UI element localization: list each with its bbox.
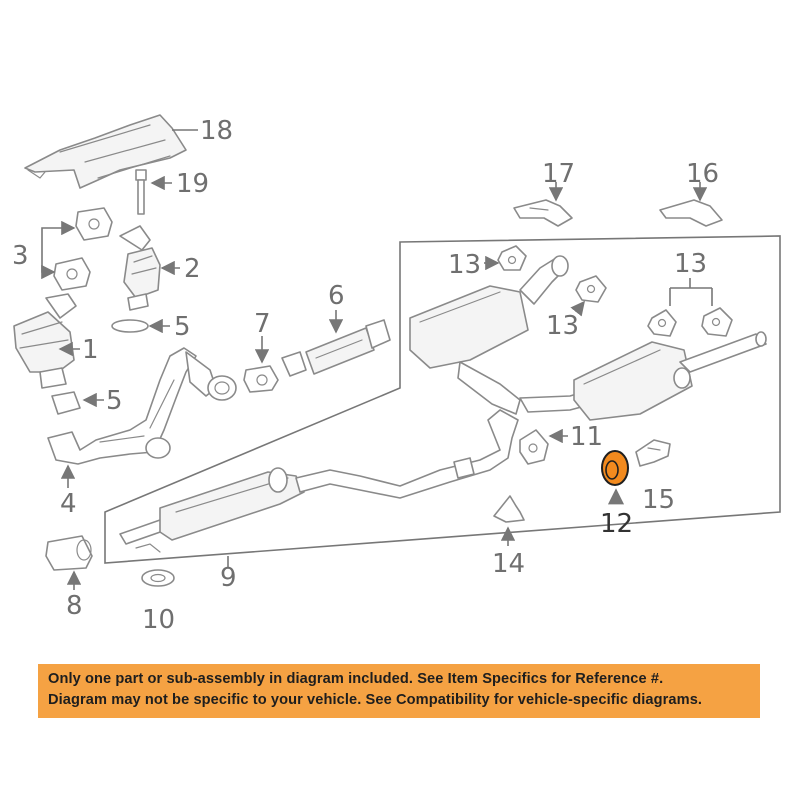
part-16-bracket [659,199,723,227]
callout-17: 17 [542,159,575,189]
part-14-bracket [493,495,525,523]
callout-7: 7 [254,309,271,339]
part-3-gasket-upper [75,207,113,241]
part-17-bracket [513,199,573,227]
part-7-gasket [243,365,279,393]
callout-12: 12 [600,509,633,539]
part-11-insulator [519,429,549,465]
callout-6: 6 [328,281,345,311]
leader-3a [41,220,76,255]
callout-13-b: 13 [546,311,579,341]
callout-10: 10 [142,605,175,635]
callout-2: 2 [184,254,201,284]
part-12-insulator-highlighted [601,450,629,486]
callout-1: 1 [82,335,99,365]
leader-3b [41,255,56,280]
part-2-catalytic-converter [119,225,161,311]
part-13-hanger-a [497,245,527,271]
callout-4: 4 [60,489,77,519]
rear-muffler-assembly [409,255,767,421]
part-5-gasket-lower [51,391,81,415]
callout-19: 19 [176,169,209,199]
callout-13-c: 13 [674,249,707,279]
part-13-hanger-b [575,275,607,303]
disclaimer-line-2: Diagram may not be specific to your vehi… [48,692,703,708]
part-8-clamp [45,535,93,571]
callout-11: 11 [570,422,603,452]
part-13-hanger-c [647,307,733,337]
part-15-bracket [635,439,671,467]
part-10-seal [141,569,175,587]
disclaimer-banner: Only one part or sub-assembly in diagram… [38,664,760,718]
disclaimer-line-1: Only one part or sub-assembly in diagram… [48,671,664,687]
callout-3: 3 [12,241,29,271]
callout-5-upper: 5 [174,312,191,342]
part-6-converter [281,319,391,377]
callout-9: 9 [220,563,237,593]
part-5-gasket-upper [111,319,149,333]
part-4-front-pipe [47,347,237,465]
callout-8: 8 [66,591,83,621]
callout-13-a: 13 [448,250,481,280]
callout-15: 15 [642,485,675,515]
part-18-heat-shield [24,114,187,189]
leader-13b [570,300,585,317]
part-1-manifold-converter [13,293,77,389]
leader-13c [669,278,713,306]
callout-14: 14 [492,549,525,579]
part-9-intermediate-pipe [119,409,519,553]
part-3-gasket-lower [53,257,91,291]
callout-16: 16 [686,159,719,189]
callout-5-lower: 5 [106,386,123,416]
assembly-frame [104,235,781,564]
part-19-bolt [135,169,147,215]
callout-18: 18 [200,116,233,146]
